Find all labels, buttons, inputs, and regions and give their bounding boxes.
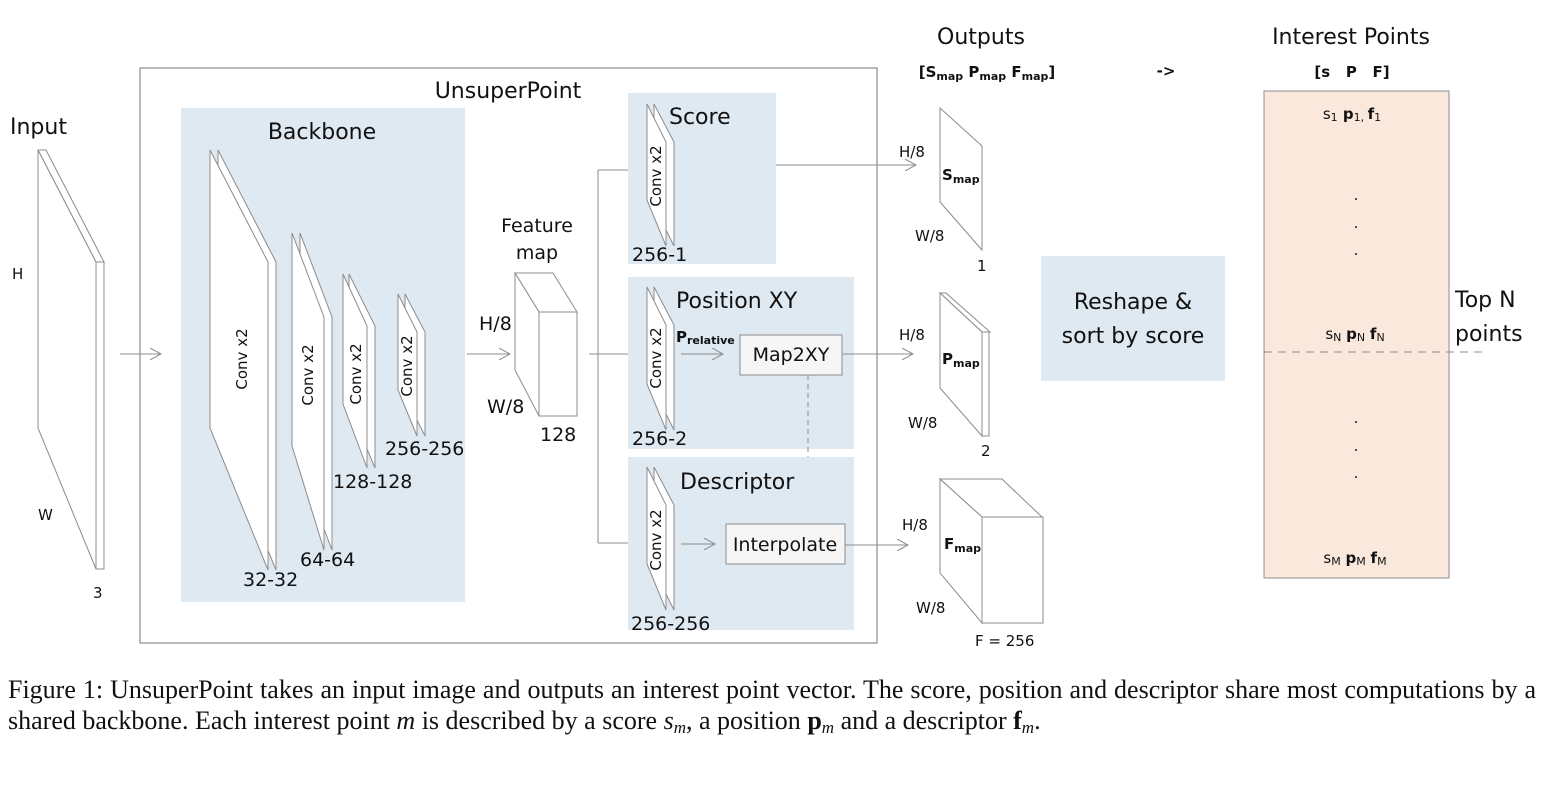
fmap-depth-label: F = 256	[975, 632, 1034, 650]
map2xy-block	[739, 334, 843, 376]
map2xy-label: Map2XY	[753, 344, 830, 366]
reshape-block: Reshape & sort by score	[1041, 256, 1225, 381]
input-w-label: W	[38, 506, 53, 524]
svg-text:.: .	[1354, 437, 1359, 455]
outputs-section: Outputs [Smap Pmap Fmap] -> H/8 Smap W/8…	[899, 25, 1175, 650]
ellipsis-bottom: . . .	[1354, 409, 1359, 482]
svg-text:.: .	[1354, 409, 1359, 427]
backbone-layer-2-channels: 64-64	[300, 549, 355, 571]
fmap-tensor: H/8 Fmap W/8 F = 256	[902, 477, 1044, 650]
feature-map-title-line1: Feature	[501, 215, 573, 237]
input-channels-label: 3	[93, 584, 103, 602]
backbone-layer-3: Conv x2 128-128	[333, 273, 412, 493]
feature-map-w-label: W/8	[487, 396, 524, 418]
feature-map-title-line2: map	[516, 242, 558, 264]
svg-text:.: .	[1354, 214, 1359, 232]
caption-label: Figure 1:	[8, 675, 104, 704]
input-h-label: H	[12, 265, 23, 283]
input-tensor-side	[95, 261, 105, 570]
position-head: Conv x2 Position XY Prelative Map2XY 256…	[628, 277, 854, 450]
backbone-layer-4-channels: 256-256	[385, 438, 464, 460]
backbone-title: Backbone	[268, 120, 376, 145]
score-conv-op: Conv x2	[647, 145, 665, 206]
outputs-arrow-text: ->	[1157, 62, 1176, 80]
backbone-layer-4: Conv x2 256-256	[385, 293, 464, 460]
outputs-vector: [Smap Pmap Fmap]	[919, 63, 1056, 83]
svg-text:.: .	[1354, 186, 1359, 204]
interest-points-table	[1263, 90, 1450, 579]
fmap-h-label: H/8	[902, 516, 928, 534]
pmap-label: Pmap	[942, 350, 980, 370]
smap-tensor: H/8 Smap W/8 1	[899, 106, 987, 275]
p-relative-label: Prelative	[676, 328, 735, 347]
backbone-layer-1: Conv x2 32-32	[209, 149, 298, 591]
backbone-layer-1-op: Conv x2	[233, 328, 251, 389]
fmap-w-label: W/8	[916, 599, 945, 617]
figure-caption: Figure 1: UnsuperPoint takes an input im…	[8, 675, 1536, 737]
pmap-tensor: H/8 Pmap W/8 2	[899, 291, 992, 460]
smap-depth-label: 1	[977, 257, 987, 275]
svg-text:.: .	[1354, 241, 1359, 259]
descriptor-head: Conv x2 Descriptor Interpolate 256-256	[628, 457, 854, 635]
reshape-line1: Reshape &	[1074, 290, 1192, 315]
unsuperpoint-title: UnsuperPoint	[435, 79, 582, 104]
feature-map: Feature map H/8 W/8 128	[479, 215, 578, 446]
svg-text:.: .	[1354, 464, 1359, 482]
outputs-title: Outputs	[937, 25, 1025, 50]
score-title: Score	[669, 105, 731, 130]
unsuperpoint-container	[139, 67, 878, 644]
backbone-layer-2: Conv x2 64-64	[291, 232, 355, 571]
interest-point-row-n: sN pN fN	[1325, 325, 1384, 344]
ellipsis-top: . . .	[1354, 186, 1359, 259]
architecture-diagram: Input H W 3 UnsuperPoint Backbone Conv x…	[10, 25, 1523, 650]
top-n-label-line1: Top N	[1454, 288, 1516, 313]
interest-point-row-1: s1 p1, f1	[1323, 105, 1381, 124]
backbone-block: Backbone Conv x2 32-32 Conv x2 64-64 Con…	[181, 108, 465, 602]
interest-point-row-m: sM pM fM	[1323, 549, 1386, 568]
interpolate-block	[725, 523, 846, 565]
position-title: Position XY	[676, 289, 798, 314]
smap-w-label: W/8	[915, 227, 944, 245]
input-block: Input H W 3	[10, 115, 105, 602]
descriptor-channels: 256-256	[631, 613, 710, 635]
score-head: Conv x2 Score 256-1	[628, 93, 776, 266]
pmap-depth-label: 2	[981, 442, 991, 460]
interest-points-title: Interest Points	[1272, 25, 1430, 50]
top-n-label-line2: points	[1455, 322, 1523, 347]
backbone-layer-4-op: Conv x2	[398, 335, 416, 396]
backbone-layer-3-channels: 128-128	[333, 471, 412, 493]
interest-points-header: [s P F]	[1314, 63, 1389, 81]
backbone-layer-2-op: Conv x2	[299, 344, 317, 405]
input-title: Input	[10, 115, 67, 140]
pmap-w-label: W/8	[908, 414, 937, 432]
score-channels: 256-1	[632, 244, 687, 266]
interpolate-label: Interpolate	[733, 534, 837, 556]
smap-h-label: H/8	[899, 143, 925, 161]
feature-map-h-label: H/8	[479, 313, 512, 335]
descriptor-title: Descriptor	[680, 470, 795, 495]
pmap-h-label: H/8	[899, 326, 925, 344]
position-channels: 256-2	[632, 428, 687, 450]
smap-label: Smap	[942, 166, 980, 186]
reshape-line2: sort by score	[1062, 324, 1205, 349]
position-conv-op: Conv x2	[647, 327, 665, 388]
backbone-layer-1-channels: 32-32	[243, 569, 298, 591]
interest-points-section: Interest Points [s P F] s1 p1, f1 . . . …	[1263, 25, 1523, 579]
feature-map-channels-label: 128	[540, 424, 576, 446]
descriptor-conv-op: Conv x2	[647, 509, 665, 570]
fmap-label: Fmap	[944, 535, 981, 555]
backbone-layer-3-op: Conv x2	[347, 343, 365, 404]
